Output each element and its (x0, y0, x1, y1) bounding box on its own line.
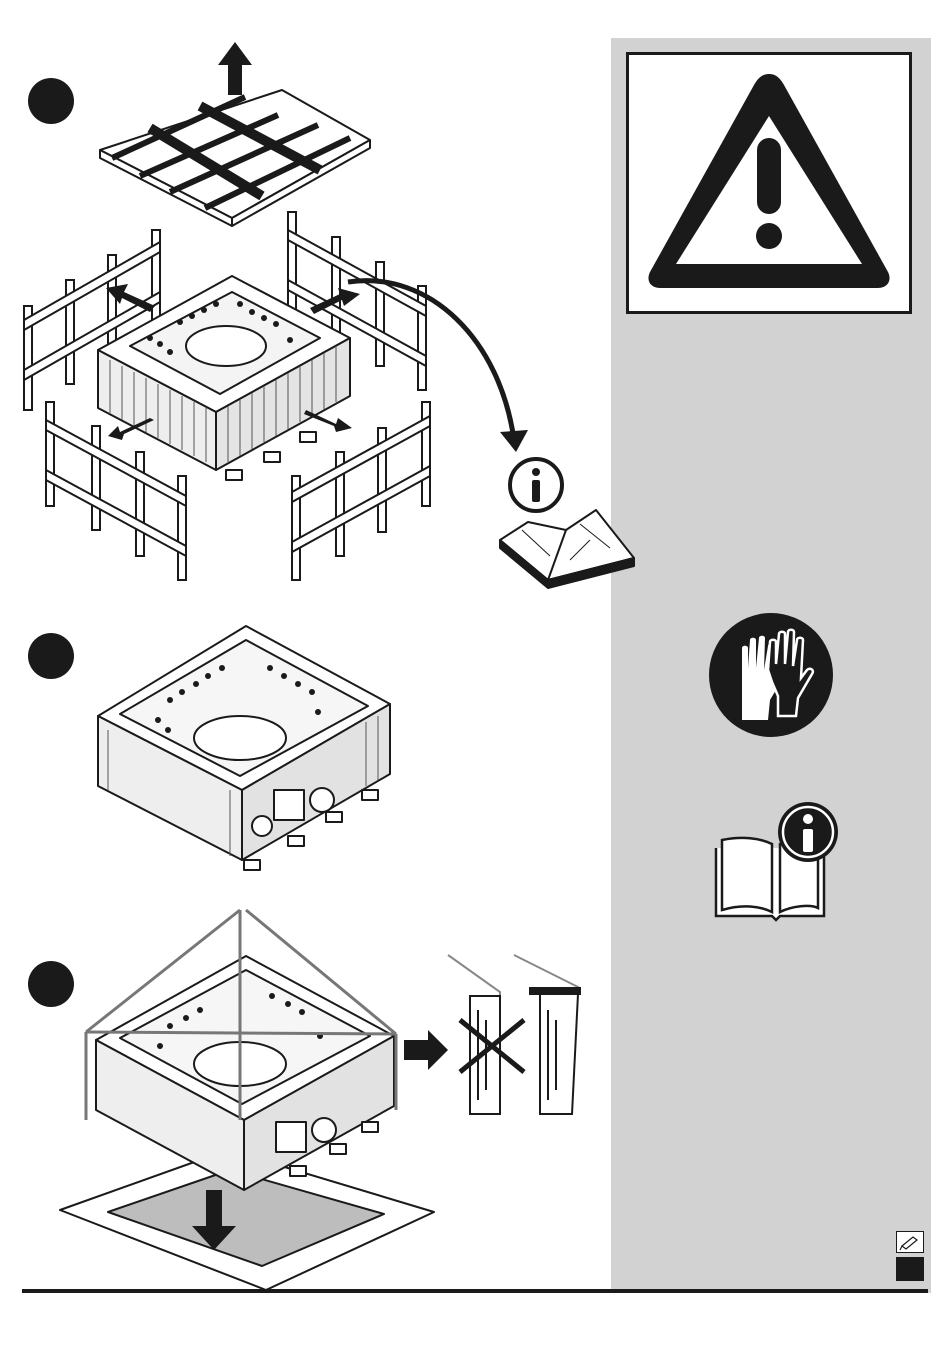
gloves-icon (708, 612, 834, 738)
step-3-lowering-illustration (55, 905, 590, 1290)
pen-icon (896, 1231, 924, 1253)
black-square (896, 1257, 924, 1281)
step-1-unpack-illustration (15, 35, 640, 600)
read-manual-icon (712, 800, 844, 922)
warning-icon (626, 52, 912, 314)
step-2-marker (28, 633, 74, 679)
footer-rule (22, 1289, 928, 1293)
step-2-spa-illustration (90, 620, 400, 880)
